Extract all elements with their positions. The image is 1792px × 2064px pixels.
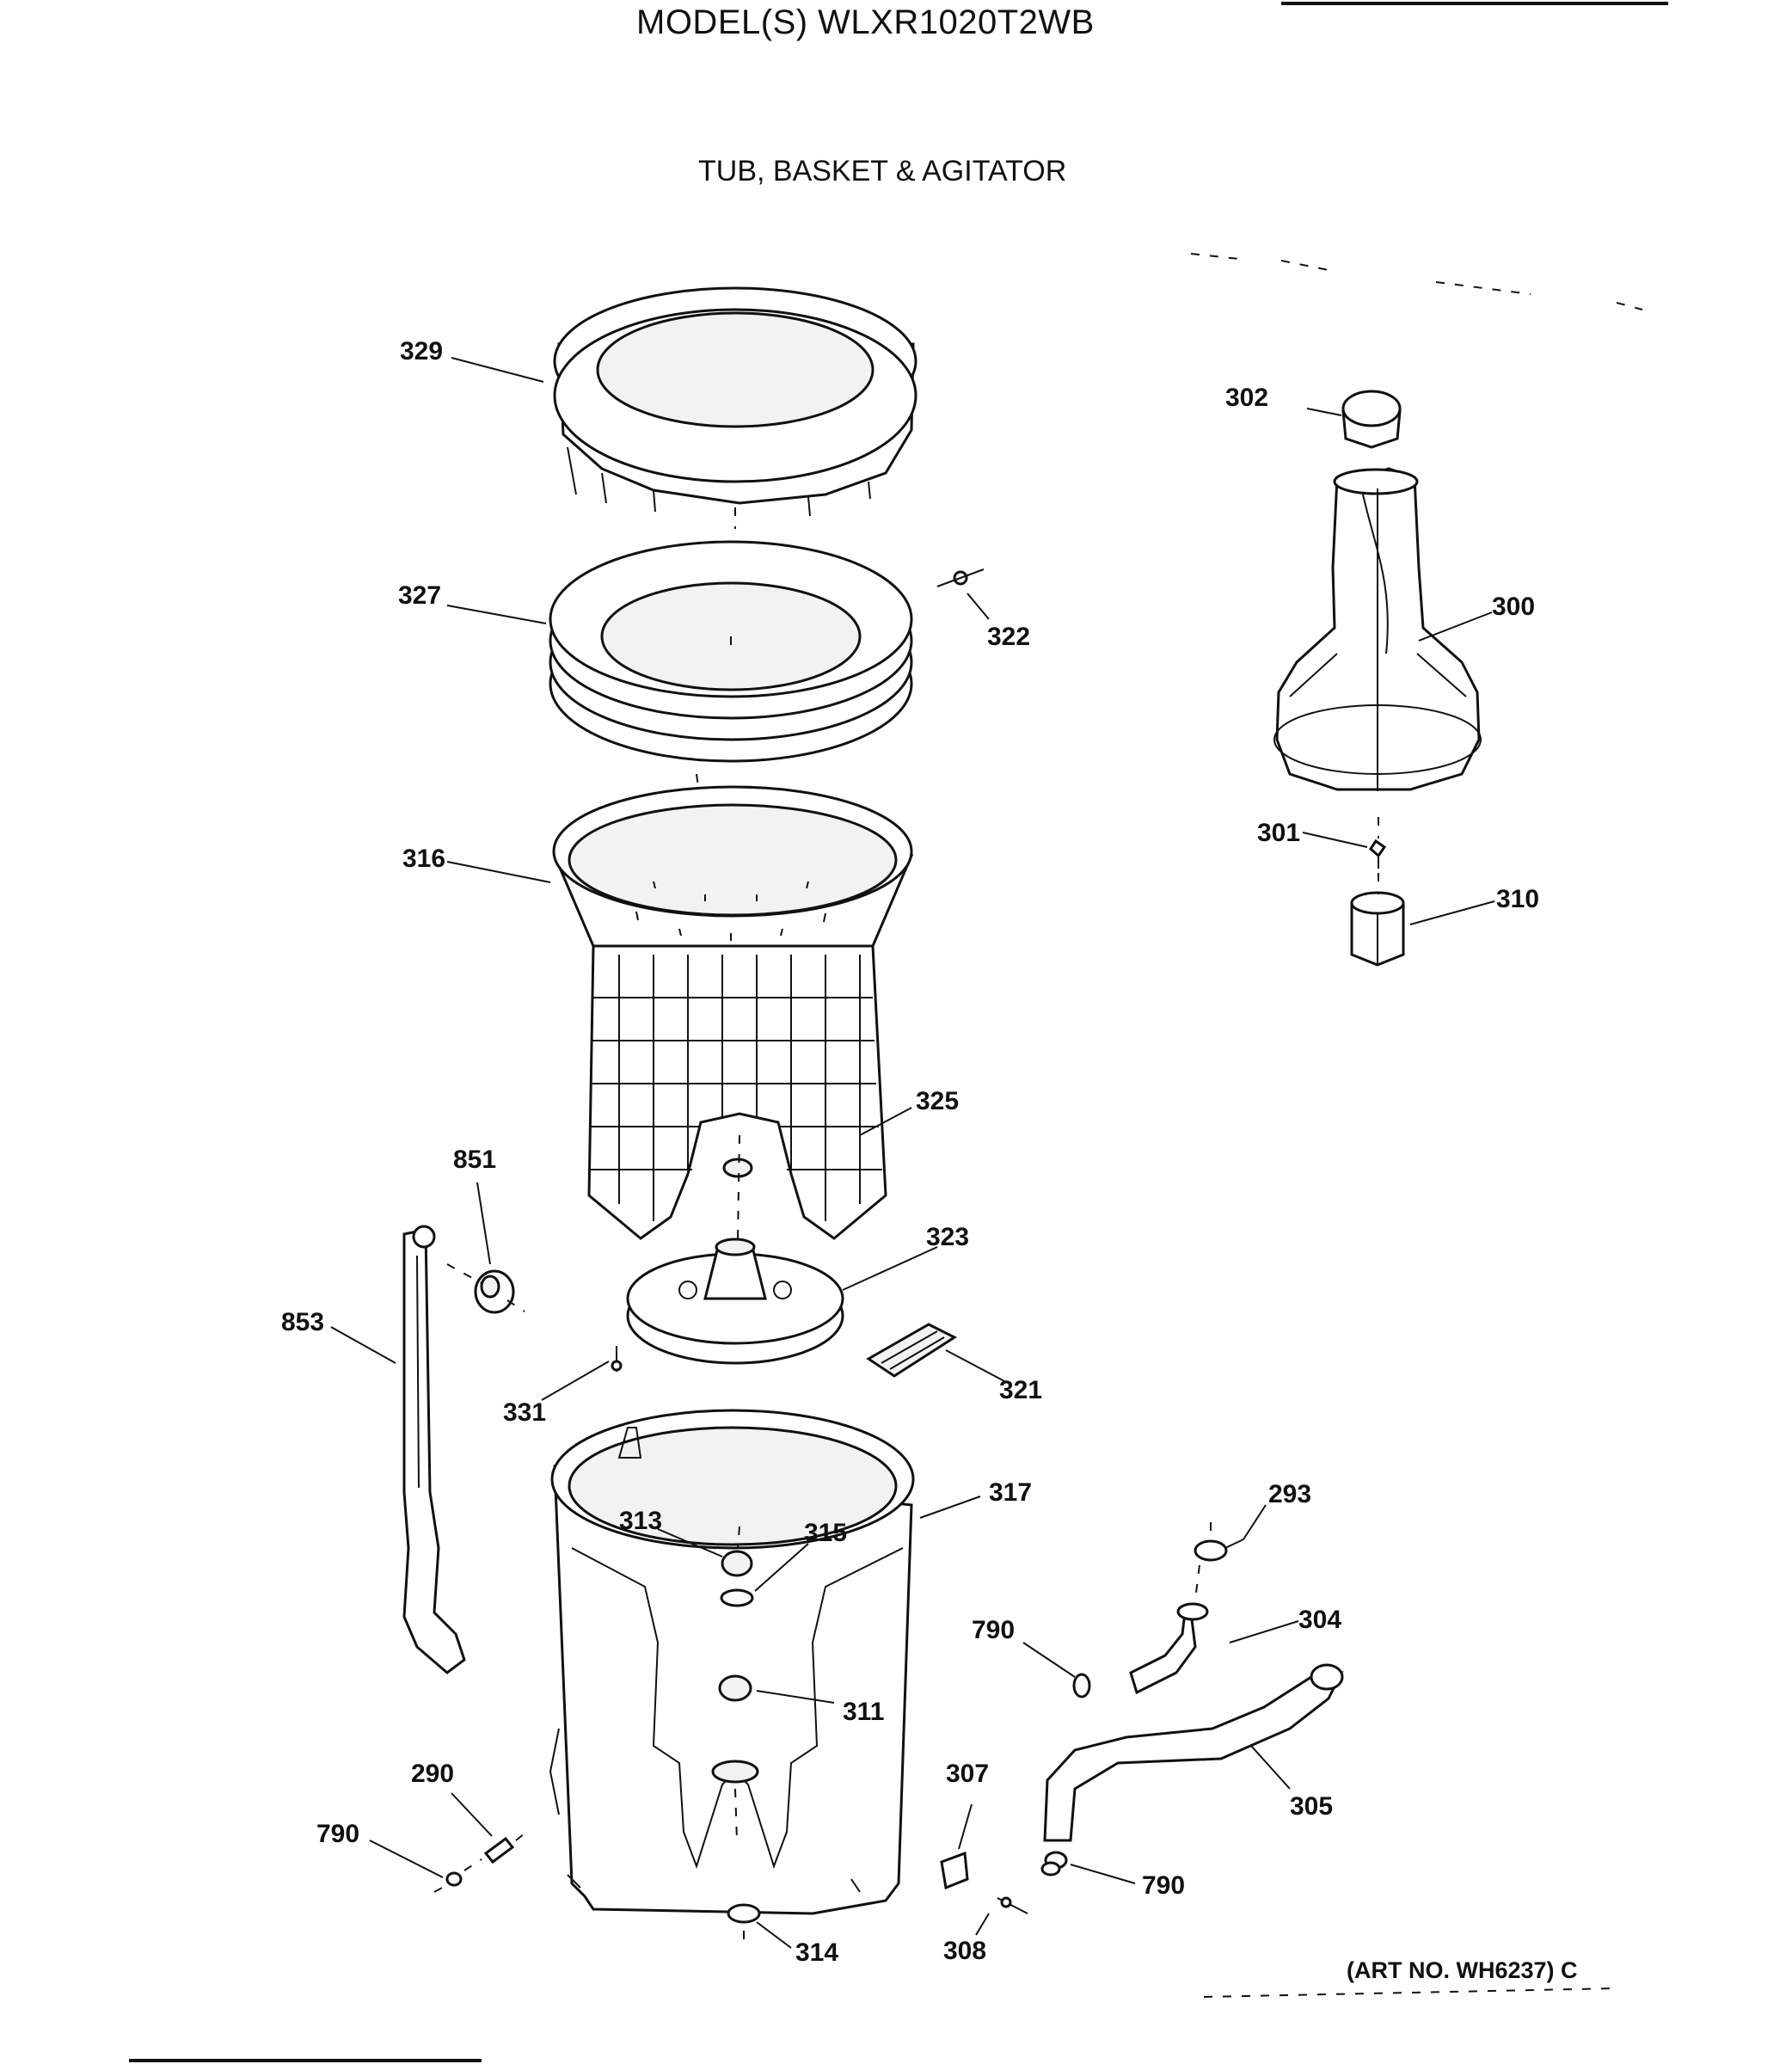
- callout-331[interactable]: 331: [503, 1398, 546, 1427]
- callout-305[interactable]: 305: [1290, 1792, 1333, 1821]
- callout-302[interactable]: 302: [1225, 384, 1268, 412]
- part-315-washer[interactable]: [720, 1588, 754, 1607]
- part-301-screw[interactable]: [1369, 838, 1387, 869]
- callout-790-right[interactable]: 790: [1142, 1871, 1185, 1900]
- callout-317[interactable]: 317: [989, 1478, 1032, 1507]
- callout-322[interactable]: 322: [987, 623, 1030, 651]
- part-307-bracket[interactable]: [940, 1851, 969, 1890]
- callout-300[interactable]: 300: [1492, 593, 1535, 621]
- part-316-basket-ring[interactable]: [552, 785, 914, 948]
- part-327-balance-ring[interactable]: [549, 540, 913, 763]
- part-790-clamp-bottom-right[interactable]: [1040, 1851, 1068, 1877]
- part-308-screw[interactable]: [997, 1896, 1028, 1914]
- callout-321[interactable]: 321: [999, 1376, 1042, 1404]
- part-304-hose[interactable]: [1129, 1602, 1209, 1695]
- art-number: (ART NO. WH6237) C: [1347, 1957, 1578, 1983]
- part-790-clamp-top[interactable]: [1072, 1673, 1091, 1698]
- assembly-center-lines: [433, 507, 1379, 1944]
- part-311-nut[interactable]: [718, 1674, 752, 1702]
- part-331-screw[interactable]: [611, 1346, 623, 1372]
- callout-307[interactable]: 307: [946, 1760, 989, 1788]
- part-323-hub[interactable]: [626, 1238, 844, 1365]
- part-325-basket[interactable]: [587, 944, 887, 1240]
- callout-790-left[interactable]: 790: [316, 1820, 359, 1848]
- part-314-washer[interactable]: [727, 1903, 761, 1924]
- callout-301[interactable]: 301: [1257, 819, 1300, 847]
- part-321-filter[interactable]: [866, 1323, 958, 1378]
- part-310-coupling[interactable]: [1350, 891, 1405, 967]
- part-322-screw[interactable]: [936, 568, 985, 587]
- part-790-clamp-bottom-left[interactable]: [445, 1871, 463, 1887]
- callout-numbers: 329 327 322 316 325 851 853 323 331 321 …: [281, 337, 1539, 1967]
- part-329-tub-cover[interactable]: [553, 286, 917, 517]
- callout-790-top[interactable]: 790: [972, 1616, 1015, 1644]
- part-300-agitator[interactable]: [1273, 467, 1482, 791]
- part-290-pin[interactable]: [483, 1836, 515, 1864]
- part-293-clamp[interactable]: [1194, 1539, 1244, 1562]
- part-851-cap[interactable]: [474, 1269, 515, 1314]
- scan-specks: [1190, 253, 1643, 1998]
- callout-290[interactable]: 290: [411, 1760, 454, 1788]
- callout-314[interactable]: 314: [795, 1938, 838, 1967]
- callout-316[interactable]: 316: [402, 845, 445, 873]
- section-title: TUB, BASKET & AGITATOR: [698, 155, 1067, 187]
- callout-leaders: [330, 357, 1495, 1949]
- part-305-hose[interactable]: [1043, 1663, 1344, 1842]
- callout-327[interactable]: 327: [398, 581, 441, 610]
- callout-310[interactable]: 310: [1496, 885, 1539, 913]
- part-313-nut[interactable]: [721, 1550, 753, 1577]
- callout-329[interactable]: 329: [400, 337, 443, 366]
- callout-293[interactable]: 293: [1268, 1480, 1311, 1508]
- callout-851[interactable]: 851: [453, 1146, 496, 1174]
- callout-311[interactable]: 311: [843, 1698, 884, 1726]
- callout-308[interactable]: 308: [943, 1937, 986, 1965]
- callout-313[interactable]: 313: [619, 1507, 662, 1535]
- part-853-tube[interactable]: [402, 1225, 466, 1674]
- page-title: MODEL(S) WLXR1020T2WB: [636, 3, 1095, 41]
- part-317-outer-tub[interactable]: [549, 1409, 915, 1915]
- callout-315[interactable]: 315: [804, 1519, 847, 1547]
- callout-325[interactable]: 325: [916, 1087, 959, 1115]
- callout-853[interactable]: 853: [281, 1308, 324, 1336]
- callout-304[interactable]: 304: [1298, 1606, 1341, 1634]
- part-302-agitator-cap[interactable]: [1341, 390, 1402, 449]
- callout-323[interactable]: 323: [926, 1223, 969, 1251]
